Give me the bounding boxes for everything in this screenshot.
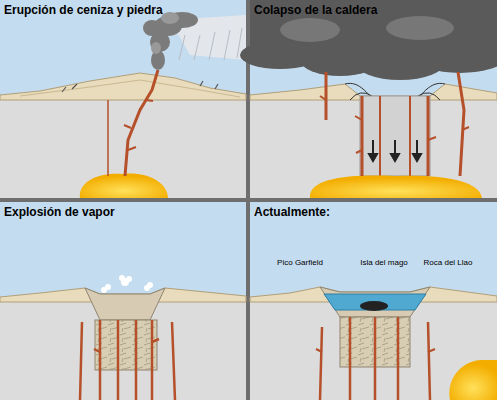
panel-title: Explosión de vapor	[4, 205, 115, 219]
stage-panel: Actualmente:	[250, 202, 497, 400]
place-label: Pico Garfield	[277, 258, 323, 267]
panel-title: Actualmente:	[254, 205, 330, 219]
place-label: Roca del Llao	[424, 258, 473, 267]
place-label: Isla del mago	[360, 258, 408, 267]
stage-panel: Erupción de ceniza y piedra	[0, 0, 246, 198]
panel-title: Erupción de ceniza y piedra	[4, 3, 163, 17]
panel-title: Colapso de la caldera	[254, 3, 377, 17]
stage-panel: Colapso de la caldera	[250, 0, 497, 198]
stage-panel: Explosión de vapor	[0, 202, 246, 400]
